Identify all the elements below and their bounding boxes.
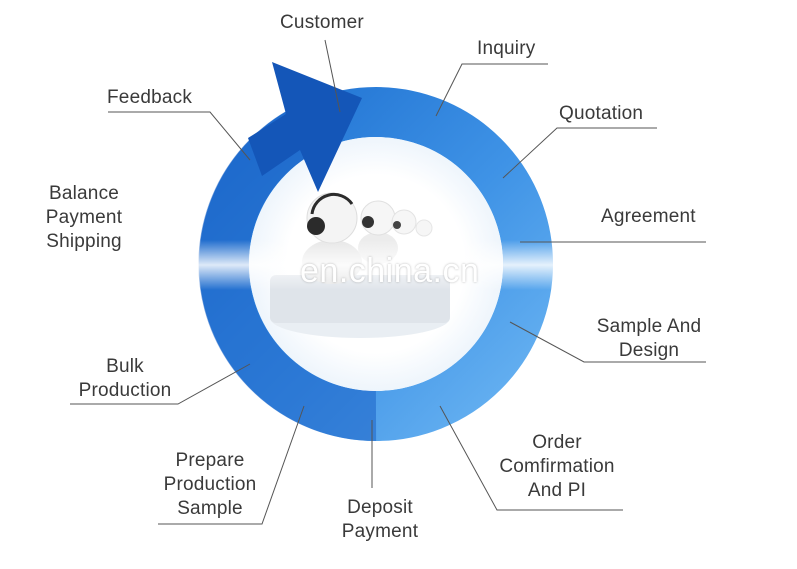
leader-order xyxy=(439,405,623,511)
leader-bulk xyxy=(70,363,251,405)
step-order-confirmation: Order Comfirmation And PI xyxy=(490,431,624,503)
watermark-text: en.china.cn xyxy=(300,252,480,290)
leader-lines xyxy=(70,39,706,525)
step-customer: Customer xyxy=(280,12,364,33)
step-balance-payment-shipping: Balance Payment Shipping xyxy=(36,182,132,254)
agent-figure xyxy=(391,209,417,235)
leader-prepare xyxy=(158,405,305,525)
step-line: Production xyxy=(163,474,257,495)
step-line: Balance xyxy=(48,183,120,204)
step-line: And PI xyxy=(527,480,587,501)
step-quotation: Quotation xyxy=(559,103,644,124)
step-line: Sample xyxy=(177,498,243,519)
watermark-band xyxy=(40,240,560,290)
step-sample-and-design: Sample And Design xyxy=(590,315,708,363)
leader-feedback xyxy=(108,111,251,161)
step-line: Production xyxy=(78,380,172,401)
step-line: Shipping xyxy=(46,231,122,252)
step-line: Payment xyxy=(45,207,123,228)
step-feedback: Feedback xyxy=(107,87,193,108)
step-deposit-payment: Deposit Payment xyxy=(334,496,426,544)
step-line: Sample And xyxy=(596,316,702,337)
step-line: Comfirmation xyxy=(499,456,615,477)
cycle-ring-dark-arc xyxy=(198,110,377,442)
support-agents-illustration xyxy=(270,192,450,338)
leader-sample-design xyxy=(509,321,706,363)
step-inquiry: Inquiry xyxy=(477,38,536,59)
step-prepare-production-sample: Prepare Production Sample xyxy=(152,449,268,521)
step-line: Payment xyxy=(341,521,419,542)
leader-quotation xyxy=(502,127,657,179)
step-line: Design xyxy=(618,340,680,361)
step-line: Order xyxy=(532,432,582,453)
step-bulk-production: Bulk Production xyxy=(70,355,180,403)
step-line: Bulk xyxy=(106,356,144,377)
leader-inquiry xyxy=(435,63,548,117)
agent-figure xyxy=(415,219,433,237)
leader-customer xyxy=(324,39,341,113)
step-line: Prepare xyxy=(175,450,245,471)
step-line: Deposit xyxy=(347,497,413,518)
step-agreement: Agreement xyxy=(601,206,696,227)
cycle-arrow-head xyxy=(248,62,362,192)
